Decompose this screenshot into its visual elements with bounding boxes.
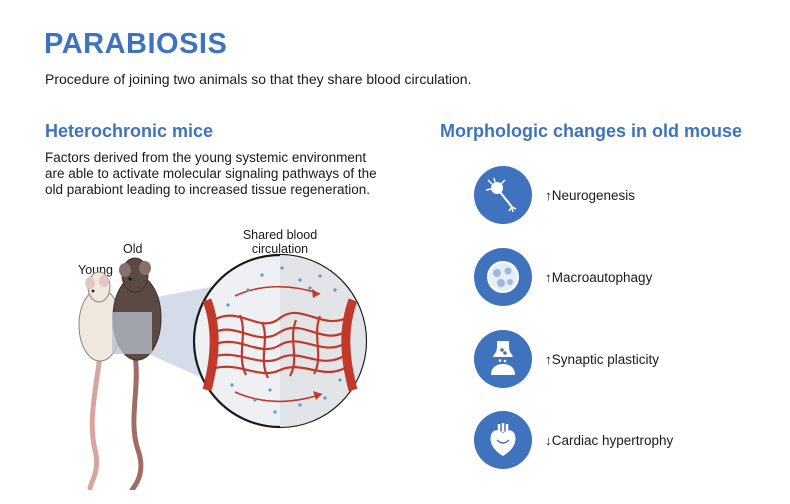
neurogenesis-item: ↑Neurogenesis xyxy=(474,166,635,224)
morphologic-heading: Morphologic changes in old mouse xyxy=(440,121,743,141)
macroautophagy-item: ↑Macroautophagy xyxy=(474,248,652,306)
heterochronic-description: Factors derived from the young systemic … xyxy=(45,150,395,198)
synapse-icon xyxy=(474,330,532,388)
neuron-icon xyxy=(474,166,532,224)
change-arrow: ↑ xyxy=(545,187,552,203)
old-mouse-label: Old xyxy=(123,242,143,256)
shared-circulation-circle xyxy=(192,253,368,429)
heterochronic-heading: Heterochronic mice xyxy=(45,121,214,141)
parabiosis-illustration xyxy=(78,253,368,490)
cardiac-hypertrophy-item: ↓Cardiac hypertrophy xyxy=(474,411,673,469)
macroautophagy-label: Macroautophagy xyxy=(551,269,653,285)
synaptic-plasticity-item: ↑Synaptic plasticity xyxy=(474,330,659,388)
shared-blood-label-line: circulation xyxy=(251,242,309,256)
change-arrow: ↑ xyxy=(545,269,552,285)
page-title: PARABIOSIS xyxy=(44,28,228,60)
synaptic-plasticity-label: Synaptic plasticity xyxy=(551,351,660,367)
shared-blood-label-line: Shared blood xyxy=(242,228,318,242)
description-line: Factors derived from the young systemic … xyxy=(45,150,367,165)
young-mouse-tail xyxy=(87,352,103,490)
heart-icon xyxy=(474,411,532,469)
young-mouse xyxy=(78,271,122,362)
shared-blood-label: Shared blood circulation xyxy=(230,228,330,256)
change-arrow: ↓ xyxy=(545,432,552,448)
change-arrow: ↑ xyxy=(545,351,552,367)
joined-region xyxy=(112,312,152,354)
old-mouse-tail xyxy=(129,352,144,490)
cardiac-hypertrophy-label: Cardiac hypertrophy xyxy=(551,432,674,448)
autophagosome-icon xyxy=(474,248,532,306)
page-subtitle: Procedure of joining two animals so that… xyxy=(45,71,472,87)
description-line: are able to activate molecular signaling… xyxy=(45,166,377,181)
neurogenesis-label: Neurogenesis xyxy=(551,187,636,203)
description-line: old parabiont leading to increased tissu… xyxy=(45,182,370,197)
